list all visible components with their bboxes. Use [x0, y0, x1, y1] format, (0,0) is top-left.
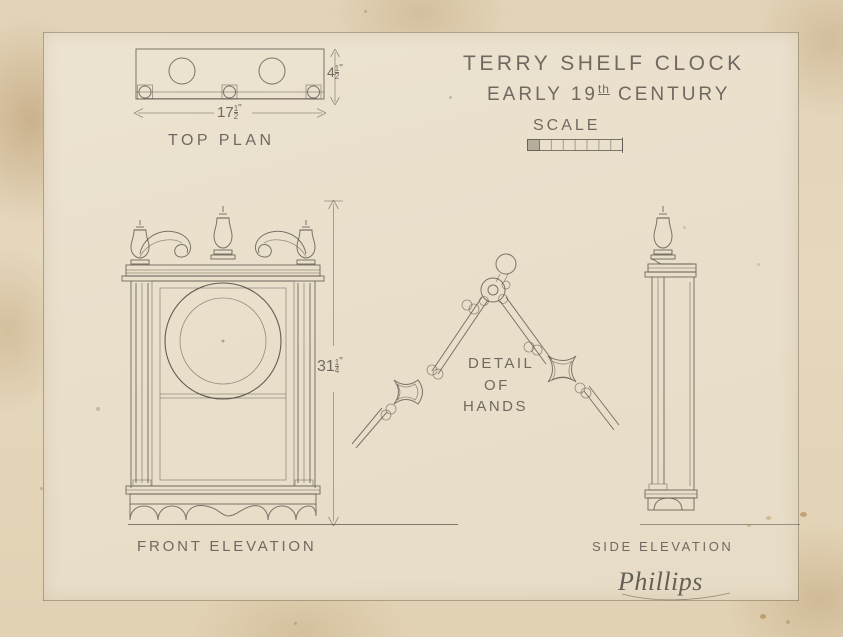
- top-plan-depth-dimension-text: 4 1 2 ": [327, 63, 345, 82]
- foxing-spot: [760, 614, 766, 619]
- signature-text: Phillips: [618, 567, 703, 596]
- depth-frac-num: 1: [334, 63, 340, 74]
- hands-detail-caption-line3: HANDS: [463, 398, 529, 415]
- front-elevation-height-dimension-text: 31 1 4 ": [317, 356, 345, 376]
- paper-fleck: [364, 10, 367, 13]
- paper-fleck: [294, 622, 297, 625]
- front-elevation-caption: FRONT ELEVATION: [137, 538, 317, 555]
- side-elevation-caption: SIDE ELEVATION: [592, 539, 734, 554]
- drawing-subtitle: EARLY 19th CENTURY: [487, 82, 731, 106]
- hands-detail-caption-line2: OF: [484, 377, 510, 394]
- subtitle-superscript: th: [597, 82, 610, 96]
- side-elevation-drawing: [644, 206, 698, 511]
- depth-unit: ": [339, 63, 345, 74]
- drawing-title: TERRY SHELF CLOCK: [463, 52, 745, 75]
- width-unit: ": [238, 103, 244, 114]
- border-top: [43, 32, 799, 33]
- border-bottom: [43, 600, 799, 601]
- ground-line-right: [640, 524, 800, 525]
- height-frac-den: 4: [334, 366, 340, 376]
- foxing-spot: [786, 620, 790, 624]
- width-frac-den: 2: [233, 112, 239, 122]
- scale-label: SCALE: [533, 117, 601, 134]
- height-frac-num: 1: [334, 357, 340, 368]
- border-right: [798, 32, 799, 601]
- paper-fleck: [449, 96, 452, 99]
- top-plan-drawing: [135, 48, 325, 100]
- inner-page-field: [43, 32, 798, 600]
- width-frac-num: 1: [233, 103, 239, 114]
- subtitle-suffix: CENTURY: [617, 84, 731, 105]
- paper-fleck: [757, 263, 760, 266]
- height-whole: 31: [317, 358, 335, 375]
- top-plan-width-dimension-line: [133, 108, 327, 118]
- signature: Phillips: [618, 567, 731, 601]
- hands-detail-caption-line1: DETAIL: [468, 355, 535, 372]
- border-left: [43, 32, 44, 601]
- signature-flourish: [621, 592, 731, 601]
- depth-whole: 4: [327, 64, 335, 80]
- subtitle-prefix: EARLY 19: [487, 84, 598, 105]
- height-unit: ": [339, 356, 345, 367]
- paper-fleck: [96, 407, 100, 411]
- foxing-spot: [747, 524, 751, 527]
- front-elevation-drawing: [121, 206, 325, 521]
- paper-fleck: [40, 487, 43, 490]
- foxing-spot: [766, 516, 771, 520]
- front-elevation-height-dimension-line: [324, 199, 343, 527]
- scale-bar: [527, 137, 623, 153]
- top-plan-caption: TOP PLAN: [168, 132, 275, 149]
- width-whole: 17: [217, 104, 234, 121]
- foxing-spot: [800, 512, 807, 517]
- top-plan-depth-dimension-line: [330, 48, 340, 106]
- paper-fleck: [683, 226, 686, 229]
- ground-line-left: [128, 524, 458, 525]
- hands-detail-drawing: [351, 253, 620, 449]
- depth-frac-den: 2: [334, 72, 340, 82]
- top-plan-width-dimension-text: 17 1 2 ": [217, 103, 244, 122]
